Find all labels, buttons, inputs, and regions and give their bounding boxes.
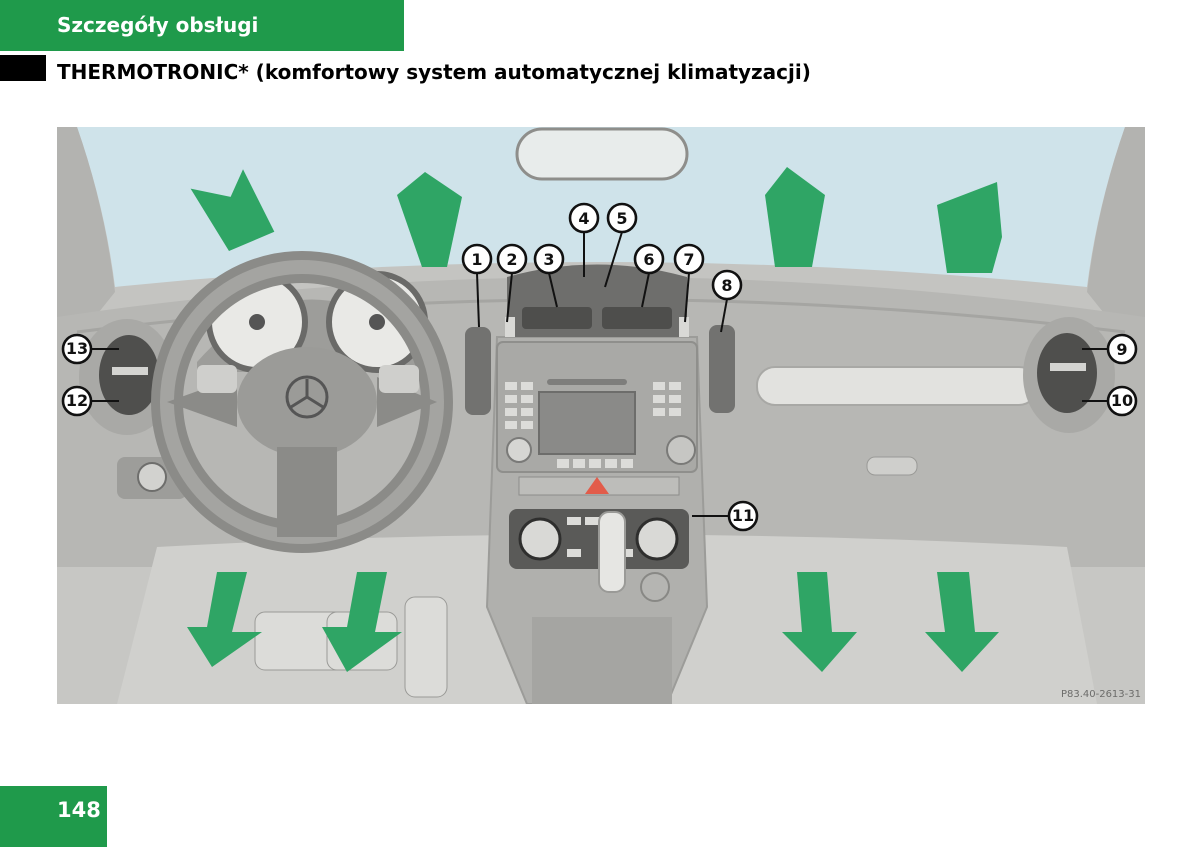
callout-3: 3: [535, 245, 563, 273]
heading-marker: [0, 55, 46, 81]
callout-label: 12: [66, 391, 88, 410]
callout-4: 4: [570, 204, 598, 232]
glovebox-latch: [867, 457, 917, 475]
display-screen: [539, 392, 635, 454]
callout-7: 7: [675, 245, 703, 273]
right-center-side-vent: [709, 325, 735, 413]
callout-label: 4: [578, 209, 589, 228]
rearview-mirror: [517, 129, 687, 179]
page-number: 148: [57, 798, 101, 822]
callout-label: 11: [732, 506, 754, 525]
callout-label: 2: [506, 250, 517, 269]
callout-10: 10: [1108, 387, 1136, 415]
section-tab: Szczegóły obsługi: [0, 0, 404, 51]
left-temperature-knob: [520, 519, 560, 559]
callout-label: 6: [643, 250, 654, 269]
glovebox-handle: [757, 367, 1037, 405]
right-temperature-knob: [637, 519, 677, 559]
callout-1: 1: [463, 245, 491, 273]
callout-11: 11: [729, 502, 757, 530]
callout-label: 10: [1111, 391, 1133, 410]
callout-8: 8: [713, 271, 741, 299]
callout-label: 5: [616, 209, 627, 228]
callout-9: 9: [1108, 335, 1136, 363]
callout-label: 1: [471, 250, 482, 269]
callout-13: 13: [63, 335, 91, 363]
page-heading: THERMOTRONIC* (komfortowy system automat…: [57, 60, 811, 84]
page-number-box: 148: [0, 786, 107, 847]
callout-label: 7: [683, 250, 694, 269]
gear-lever: [599, 512, 625, 592]
callout-2: 2: [498, 245, 526, 273]
callout-label: 8: [721, 276, 732, 295]
callout-label: 13: [66, 339, 88, 358]
callout-6: 6: [635, 245, 663, 273]
section-title: Szczegóły obsługi: [57, 13, 258, 37]
dashboard-illustration: 1 2 3 4 5 6 7 8 9 10 11 12 13 P83.40-261…: [57, 127, 1145, 704]
callout-5: 5: [608, 204, 636, 232]
callout-12: 12: [63, 387, 91, 415]
callout-label: 3: [543, 250, 554, 269]
left-center-side-vent: [465, 327, 491, 415]
accelerator-pedal: [405, 597, 447, 697]
callout-label: 9: [1116, 340, 1127, 359]
image-code: P83.40-2613-31: [1061, 689, 1141, 700]
